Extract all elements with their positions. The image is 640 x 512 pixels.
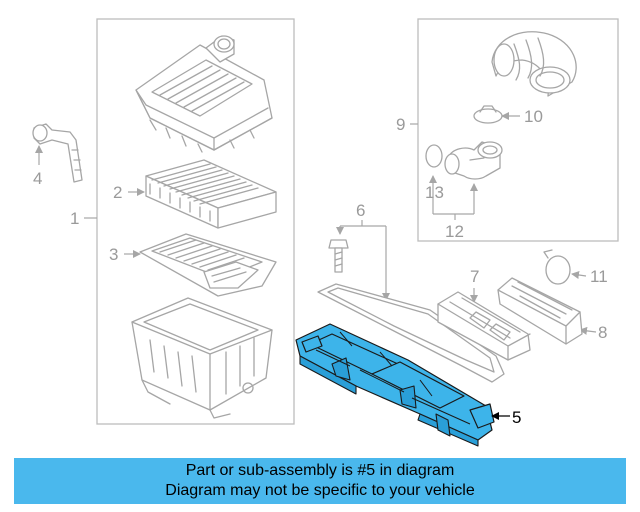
label-1: 1 [70, 209, 79, 228]
airbox-cover [135, 35, 273, 153]
label-10: 10 [524, 107, 543, 126]
banner-line-1: Part or sub-assembly is #5 in diagram [185, 462, 455, 479]
label-8: 8 [598, 323, 607, 342]
label-2: 2 [113, 183, 122, 202]
label-6: 6 [356, 201, 365, 220]
hose-clamp-10 [473, 105, 503, 124]
label-11: 11 [590, 267, 608, 286]
duct-seal-plate [317, 283, 505, 383]
label-3: 3 [109, 245, 118, 264]
label-12: 12 [445, 222, 464, 241]
air-inlet-duct-8 [497, 277, 583, 345]
label-4: 4 [33, 169, 42, 188]
intake-duct-bellows [491, 31, 577, 97]
assembly-9-box [417, 18, 619, 242]
bolt-fastener [328, 239, 349, 273]
air-filter-element [145, 159, 277, 229]
label-13: 13 [425, 183, 444, 202]
assembly-1-box [96, 18, 295, 425]
label-5: 5 [512, 408, 521, 427]
label-7: 7 [470, 267, 479, 286]
breather-hose [32, 123, 83, 183]
hose-clamp-11 [543, 249, 571, 285]
o-ring-13 [425, 144, 443, 168]
airbox-lower-housing [131, 297, 273, 419]
resonator-7 [437, 291, 531, 361]
intake-elbow [444, 141, 503, 180]
banner-line-2: Diagram may not be specific to your vehi… [165, 482, 475, 499]
highlighted-part-5 [295, 323, 495, 447]
filter-tray [139, 233, 277, 297]
label-9: 9 [396, 115, 405, 134]
info-banner: Part or sub-assembly is #5 in diagram Di… [14, 458, 626, 504]
